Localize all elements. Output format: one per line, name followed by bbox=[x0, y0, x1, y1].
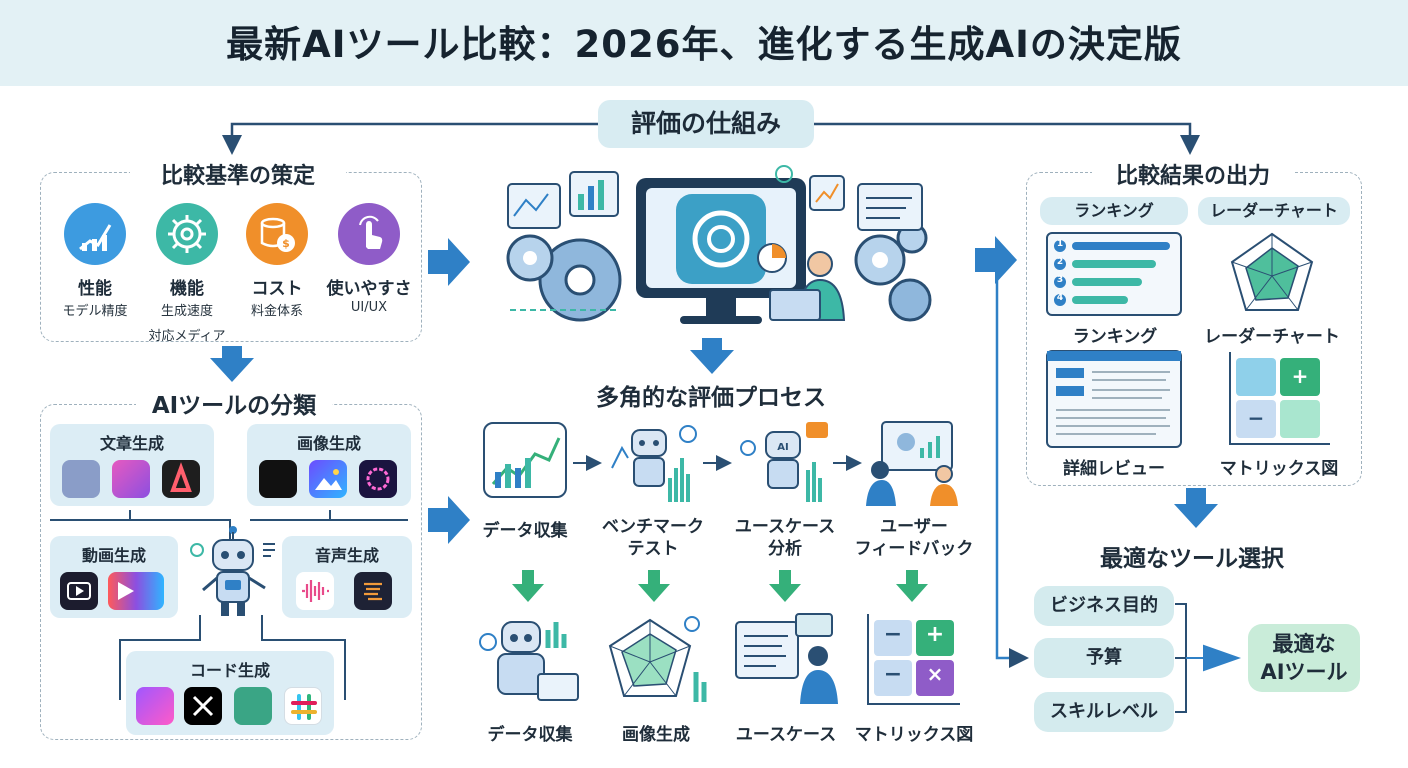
results-label-detailed-review: 詳細レビュー bbox=[1063, 459, 1165, 479]
criteria-sub-features-2: 対応メディア bbox=[148, 329, 226, 344]
results-label-matrix: マトリックス図 bbox=[1219, 459, 1339, 479]
output-label-matrix: マトリックス図 bbox=[854, 725, 974, 745]
svg-text:$: $ bbox=[282, 237, 290, 250]
midjourney-app-icon bbox=[359, 460, 397, 498]
hand-pointer-icon bbox=[338, 203, 400, 265]
category-video: 動画生成 bbox=[50, 536, 178, 618]
output-label-data-collection: データ収集 bbox=[487, 725, 573, 745]
video-play-app-icon bbox=[60, 572, 98, 610]
page-title: 最新AIツール比較：2026年、進化する生成AIの決定版 bbox=[226, 23, 1182, 66]
matrix-minus-bottom: − bbox=[883, 662, 903, 687]
image-landscape-app-icon bbox=[309, 460, 347, 498]
output-data-collection-illustration bbox=[479, 621, 579, 701]
gear-icon bbox=[156, 203, 218, 265]
selection-option-budget[interactable]: 予算 bbox=[1034, 638, 1174, 678]
step-label-use-case: ユースケース 分析 bbox=[734, 517, 836, 559]
header-banner bbox=[0, 0, 1408, 86]
step-benchmark-illustration bbox=[611, 425, 697, 502]
step-use-case-illustration: AI bbox=[740, 422, 828, 502]
ranking-number-1: 1 bbox=[1056, 239, 1064, 249]
step-label-benchmark: ベンチマーク テスト bbox=[602, 517, 704, 559]
category-image: 画像生成 bbox=[247, 424, 411, 506]
results-title: 比較結果の出力 bbox=[1092, 158, 1294, 190]
process-title: 多角的な評価プロセス bbox=[596, 385, 826, 411]
chatgpt-dark-app-icon bbox=[259, 460, 297, 498]
adobe-firefly-app-icon bbox=[162, 460, 200, 498]
audio-lines-app-icon bbox=[354, 572, 392, 610]
evaluation-label: 評価の仕組み bbox=[598, 100, 814, 148]
selection-option-business[interactable]: ビジネス目的 bbox=[1034, 586, 1174, 626]
selection-option-skill[interactable]: スキルレベル bbox=[1034, 692, 1174, 732]
output-label-image-generation: 画像生成 bbox=[622, 725, 690, 745]
step-user-feedback-illustration bbox=[866, 421, 958, 506]
selection-title: 最適なツール選択 bbox=[1100, 546, 1284, 572]
robot-icon bbox=[190, 526, 275, 616]
criteria-label-usability: 使いやすさ bbox=[326, 279, 412, 299]
radar-chart-illustration bbox=[1230, 232, 1314, 311]
results-label-ranking: ランキング bbox=[1072, 327, 1158, 347]
results-tab-ranking[interactable]: ランキング bbox=[1040, 197, 1188, 225]
output-matrix-illustration bbox=[867, 614, 960, 705]
waveform-app-icon bbox=[296, 572, 334, 610]
central-ai-illustration bbox=[506, 165, 932, 324]
coins-icon: $ bbox=[246, 203, 308, 265]
chatgpt-pink-app-icon bbox=[112, 460, 150, 498]
criteria-sub-usability: UI/UX bbox=[350, 300, 388, 315]
classification-title: AIツールの分類 bbox=[136, 386, 332, 420]
ranking-list-illustration bbox=[1046, 232, 1182, 316]
results-tab-radar[interactable]: レーダーチャート bbox=[1198, 197, 1350, 225]
matrix-minus-top: − bbox=[883, 622, 903, 647]
ranking-number-3: 3 bbox=[1056, 275, 1064, 285]
step-data-collection-illustration bbox=[483, 422, 567, 498]
chatgpt-green-app-icon bbox=[234, 687, 272, 725]
results-label-radar: レーダーチャート bbox=[1204, 327, 1340, 347]
matrix-chart-illustration bbox=[1229, 352, 1330, 445]
chatgpt-app-icon bbox=[62, 460, 100, 498]
criteria-label-performance: 性能 bbox=[78, 279, 112, 299]
category-audio: 音声生成 bbox=[282, 536, 412, 618]
criteria-label-cost: コスト bbox=[251, 279, 303, 299]
step-label-data-collection: データ収集 bbox=[482, 521, 568, 541]
video-gradient-app-icon bbox=[108, 572, 164, 610]
chatgpt-purple-app-icon bbox=[136, 687, 174, 725]
category-text: 文章生成 bbox=[50, 424, 214, 506]
ranking-number-4: 4 bbox=[1056, 293, 1064, 303]
output-radar-illustration bbox=[608, 616, 707, 702]
chart-icon bbox=[64, 203, 126, 265]
svg-text:AI: AI bbox=[777, 442, 788, 453]
output-use-case-illustration bbox=[735, 613, 838, 704]
results-matrix-minus: − bbox=[1247, 406, 1265, 430]
x-app-icon bbox=[184, 687, 222, 725]
detailed-review-illustration bbox=[1046, 350, 1182, 448]
category-code: コード生成 bbox=[126, 651, 334, 735]
optimal-tool-result: 最適な AIツール bbox=[1248, 624, 1360, 692]
ranking-number-2: 2 bbox=[1056, 257, 1064, 267]
criteria-sub-performance: モデル精度 bbox=[62, 304, 128, 319]
matrix-plus-top: + bbox=[925, 622, 945, 647]
matrix-times: × bbox=[926, 662, 944, 686]
criteria-sub-features: 生成速度 bbox=[160, 304, 213, 319]
criteria-sub-cost: 料金体系 bbox=[250, 304, 303, 319]
slack-app-icon bbox=[284, 687, 322, 725]
results-matrix-plus: + bbox=[1291, 364, 1309, 388]
criteria-label-features: 機能 bbox=[170, 279, 204, 299]
step-label-user-feedback: ユーザー フィードバック bbox=[854, 517, 974, 559]
output-label-use-case: ユースケース bbox=[735, 725, 837, 745]
criteria-title: 比較基準の策定 bbox=[130, 158, 346, 190]
